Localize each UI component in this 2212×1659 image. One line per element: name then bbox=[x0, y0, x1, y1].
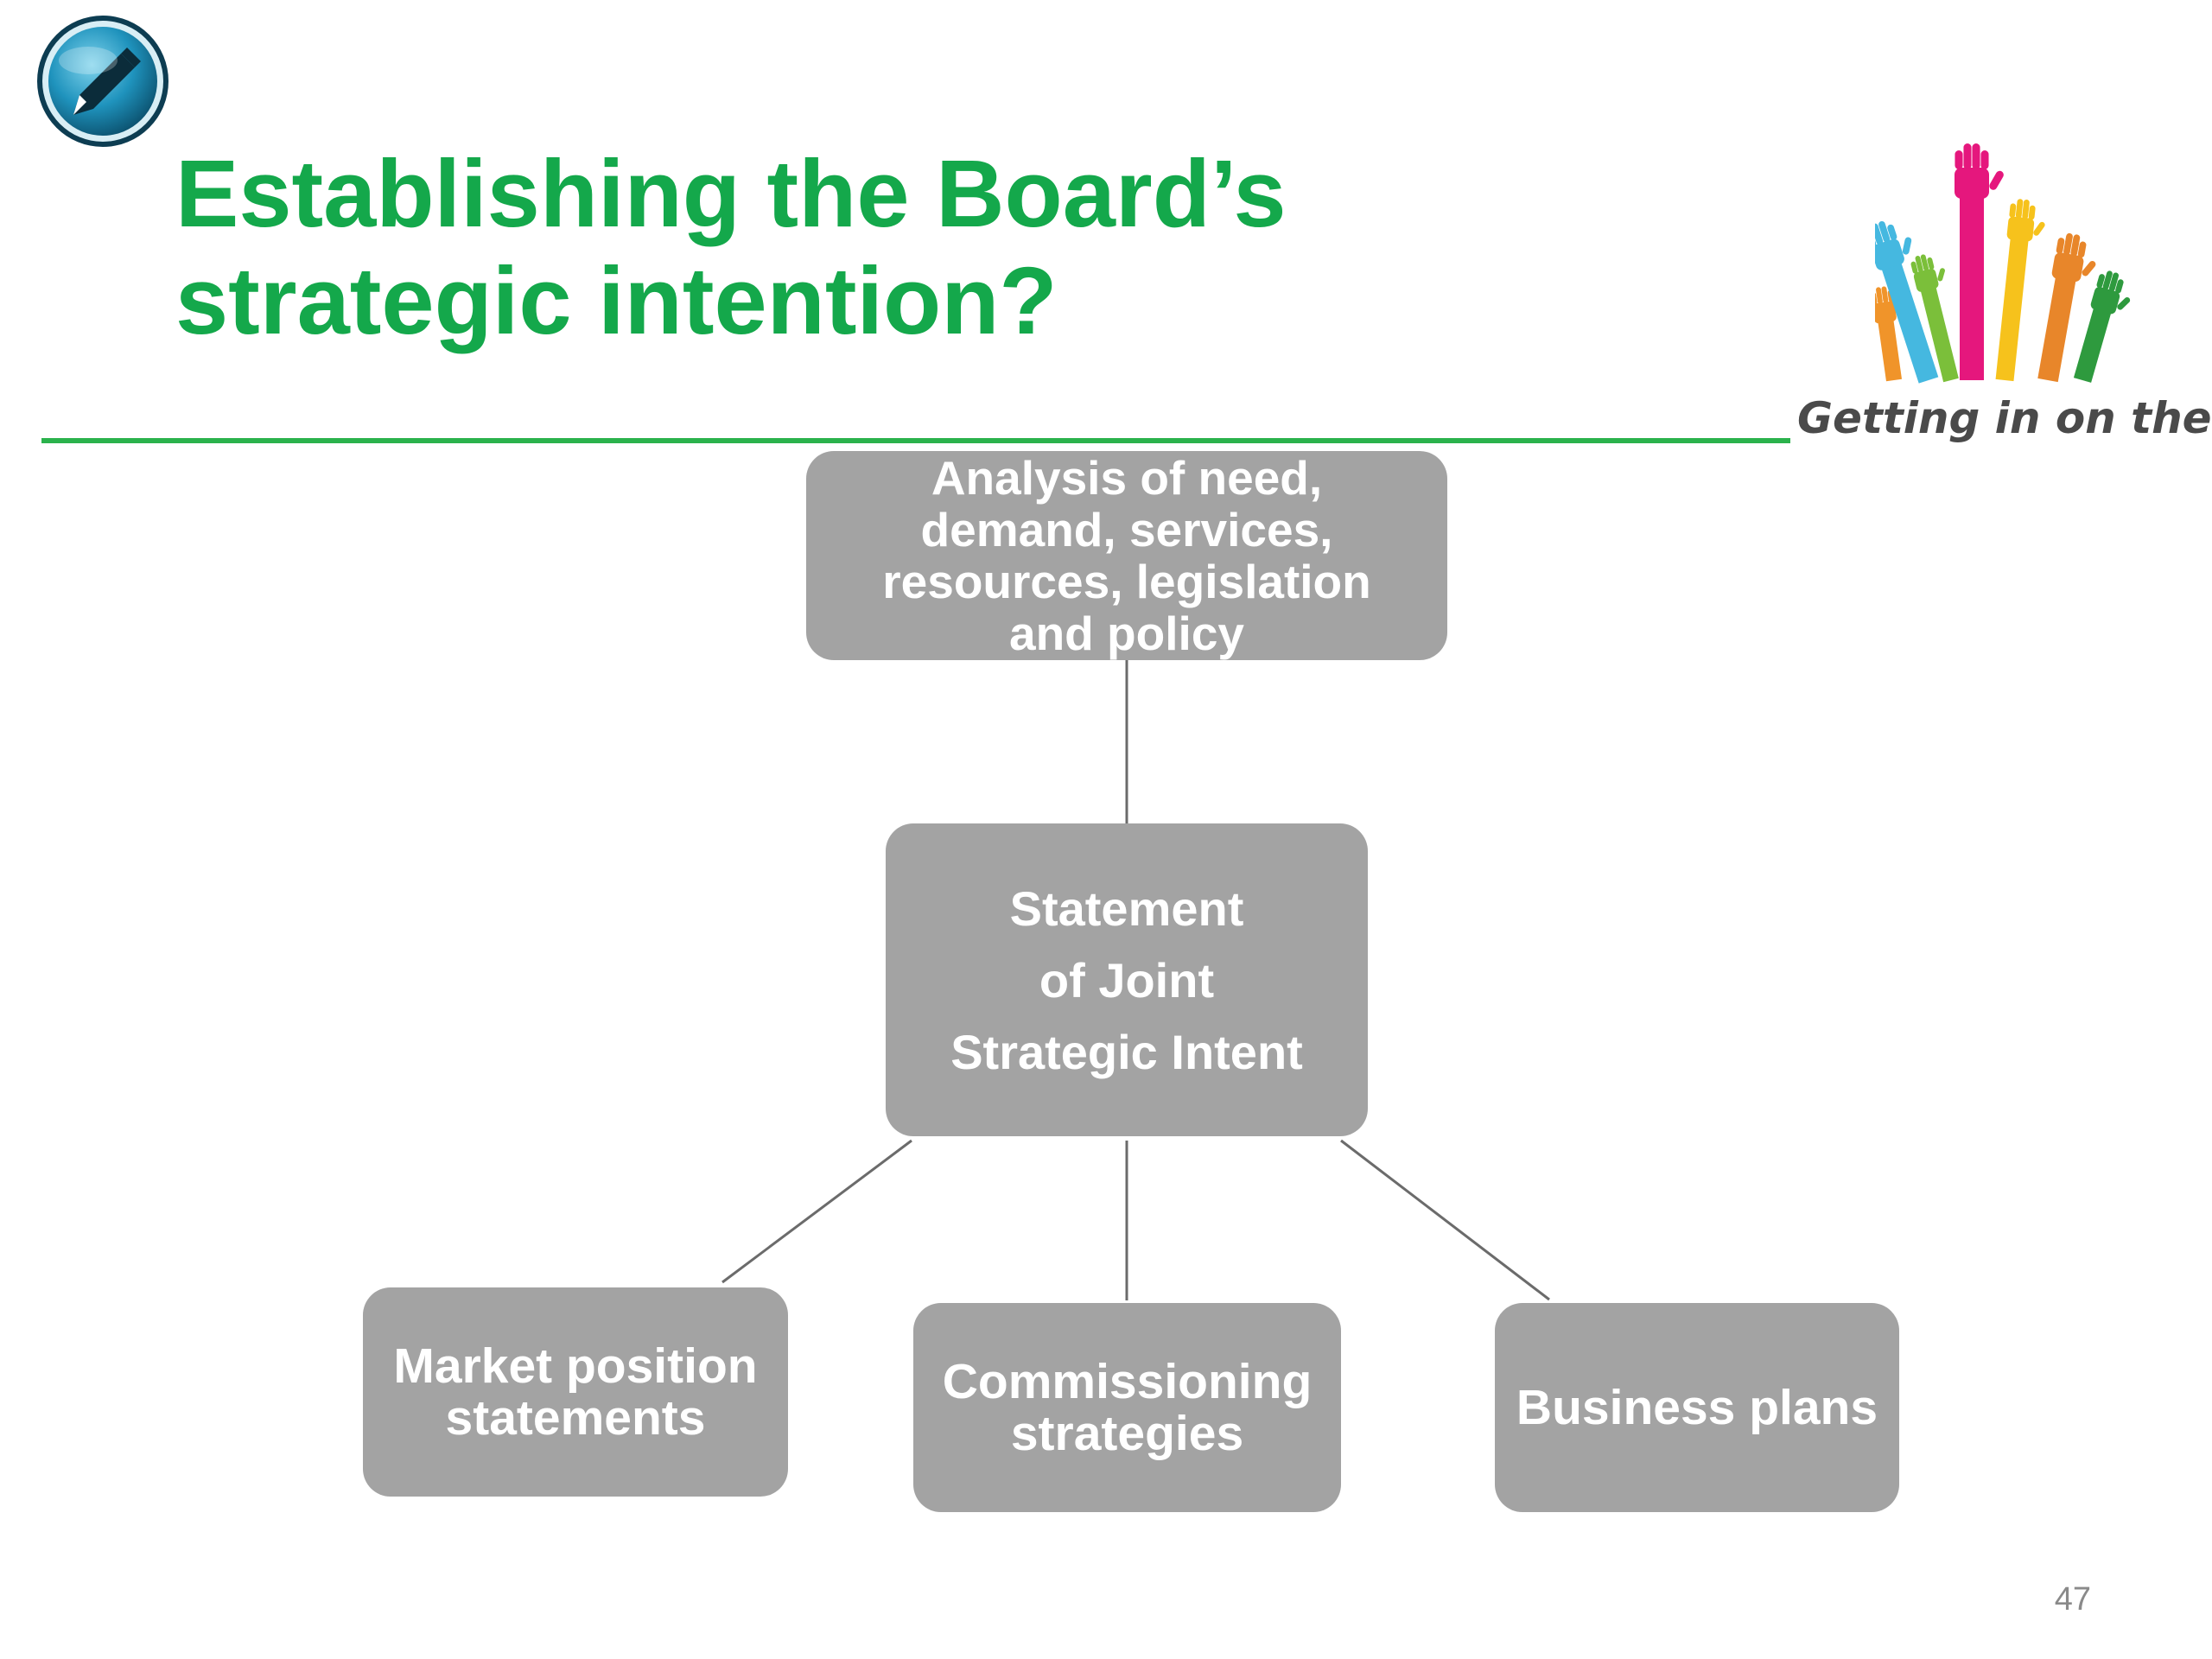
slide-title-line-2: strategic intention? bbox=[175, 248, 1058, 354]
node-text-line: strategies bbox=[1010, 1406, 1244, 1461]
node-text-line: Business plans bbox=[1516, 1380, 1878, 1435]
logo-hand bbox=[1875, 220, 1939, 384]
node-text-line: Market position bbox=[393, 1338, 758, 1394]
logo-hand bbox=[2037, 232, 2096, 383]
node-business-plans: Business plans bbox=[1495, 1303, 1899, 1512]
logo-hand bbox=[1995, 199, 2045, 382]
node-text-line: Commissioning bbox=[942, 1354, 1313, 1409]
node-commissioning-strategies: Commissioning strategies bbox=[913, 1303, 1341, 1512]
logo-hand bbox=[2073, 270, 2131, 383]
node-text-line: and policy bbox=[1009, 607, 1244, 660]
node-statement-of-joint-strategic-intent: Statement of Joint Strategic Intent bbox=[886, 823, 1368, 1136]
connector-center-to-business bbox=[1340, 1139, 1550, 1301]
logo-caption: Getting in on the Act bbox=[1797, 393, 2212, 443]
slide-title-line-1: Establishing the Board’s bbox=[175, 141, 1287, 247]
title-divider bbox=[41, 438, 1790, 443]
node-text-line: resources, legislation bbox=[882, 555, 1371, 608]
node-text-line: of Joint bbox=[1039, 952, 1215, 1007]
node-text-line: Strategic Intent bbox=[950, 1024, 1303, 1079]
node-text-line: demand, services, bbox=[920, 503, 1333, 556]
node-text-line: Statement bbox=[1009, 880, 1244, 936]
logo-hand bbox=[1910, 254, 1959, 383]
pen-badge-icon bbox=[37, 16, 168, 147]
raised-hands-logo-icon bbox=[1875, 143, 2131, 384]
node-text-line: Analysis of need, bbox=[931, 451, 1323, 505]
slide-title: Establishing the Board’s strategic inten… bbox=[175, 141, 1471, 355]
node-market-position-statements: Market position statements bbox=[363, 1287, 788, 1497]
page-number: 47 bbox=[2054, 1581, 2091, 1618]
node-analysis-of-need: Analysis of need, demand, services, reso… bbox=[806, 451, 1447, 660]
connector-center-to-market bbox=[721, 1139, 912, 1284]
node-text-line: statements bbox=[445, 1390, 706, 1446]
logo-hand bbox=[1955, 143, 2004, 380]
